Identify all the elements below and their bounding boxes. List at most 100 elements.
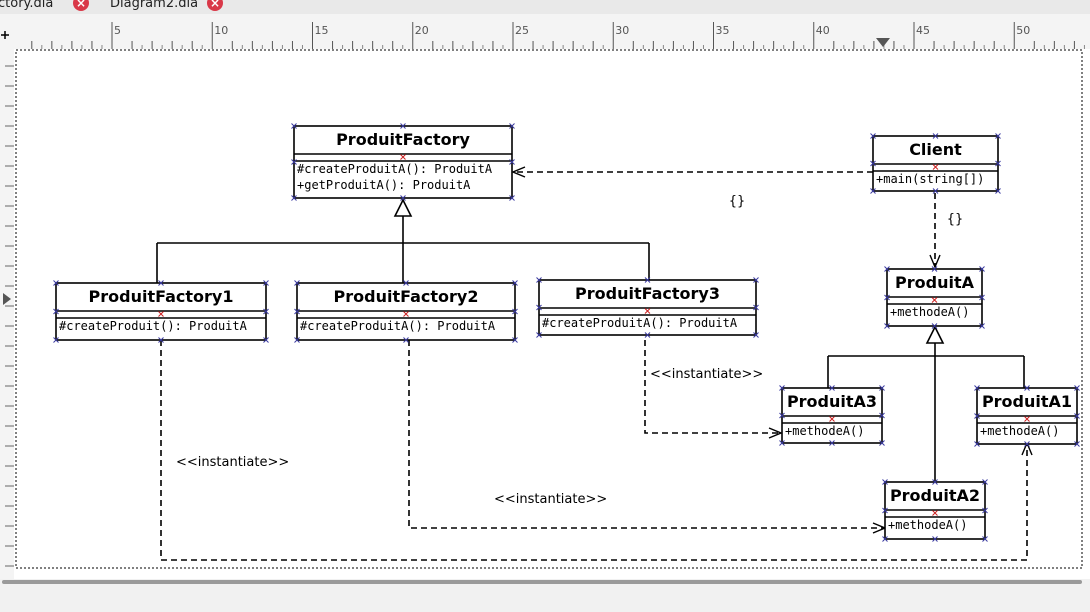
connection-handle[interactable]: [644, 332, 651, 338]
center-handle[interactable]: [403, 311, 409, 317]
connection-handle[interactable]: [931, 323, 938, 329]
close-tab-icon[interactable]: ×: [207, 0, 223, 11]
vertical-ruler[interactable]: [0, 49, 14, 579]
connection-handle[interactable]: [974, 385, 980, 391]
connection-handle[interactable]: [403, 280, 409, 286]
connection-handle[interactable]: [536, 332, 542, 338]
connection-handle[interactable]: [536, 304, 542, 311]
connection-handle[interactable]: [509, 123, 515, 129]
class-pa3[interactable]: ProduitA3+methodeA(): [779, 385, 885, 446]
connection-handle[interactable]: [995, 160, 1001, 167]
instantiate-pf1-pa1[interactable]: [160, 340, 1027, 561]
connection-handle[interactable]: [870, 188, 876, 194]
connection-handle[interactable]: [53, 337, 59, 343]
connection-handle[interactable]: [1074, 441, 1080, 447]
connection-handle[interactable]: [291, 123, 297, 129]
connection-handle[interactable]: [53, 280, 59, 286]
connection-handle[interactable]: [931, 266, 938, 272]
connection-handle[interactable]: [932, 536, 938, 542]
center-handle[interactable]: [1024, 416, 1030, 422]
class-pf3[interactable]: ProduitFactory3#createProduitA(): Produi…: [536, 277, 759, 338]
instantiate-pf3-pa3[interactable]: [644, 340, 781, 433]
class-pf1[interactable]: ProduitFactory1#createProduit(): Produit…: [53, 280, 269, 343]
scrollbar-thumb[interactable]: [2, 580, 1082, 584]
connection-handle[interactable]: [932, 133, 939, 139]
class-pf2[interactable]: ProduitFactory2#createProduitA(): Produi…: [294, 280, 518, 343]
connection-handle[interactable]: [882, 479, 888, 485]
connection-handle[interactable]: [974, 441, 980, 447]
center-handle[interactable]: [400, 154, 406, 160]
connection-handle[interactable]: [995, 133, 1001, 139]
class-pa1[interactable]: ProduitA1+methodeA(): [974, 385, 1080, 447]
connection-handle[interactable]: [995, 188, 1001, 194]
connection-handle[interactable]: [1074, 385, 1080, 391]
connection-handle[interactable]: [932, 188, 939, 194]
connection-handle[interactable]: [779, 440, 785, 446]
connection-handle[interactable]: [400, 123, 406, 129]
connection-handle[interactable]: [779, 385, 785, 391]
connection-handle[interactable]: [979, 294, 985, 301]
connection-handle[interactable]: [536, 277, 542, 283]
connection-handle[interactable]: [509, 159, 515, 165]
generalization-factory[interactable]: [156, 198, 650, 283]
class-pf[interactable]: ProduitFactory#createProduitA(): Produit…: [291, 123, 515, 201]
class-client[interactable]: Client+main(string[]): [870, 133, 1001, 194]
connection-handle[interactable]: [932, 479, 938, 485]
connection-handle[interactable]: [158, 337, 164, 343]
connection-handle[interactable]: [882, 507, 888, 514]
connection-handle[interactable]: [53, 308, 59, 315]
connection-handle[interactable]: [829, 440, 835, 446]
close-tab-icon[interactable]: ×: [73, 0, 89, 11]
center-handle[interactable]: [644, 308, 651, 314]
tab-ctory-dia[interactable]: ctory.dia: [0, 0, 54, 11]
connection-handle[interactable]: [879, 385, 885, 391]
connection-handle[interactable]: [512, 280, 518, 286]
tab-diagram2-dia[interactable]: Diagram2.dia: [110, 0, 199, 11]
connection-handle[interactable]: [1024, 441, 1030, 447]
instantiate-pf2-pa2[interactable]: [408, 340, 885, 528]
connection-handle[interactable]: [974, 413, 980, 419]
connection-handle[interactable]: [512, 308, 518, 315]
connection-handle[interactable]: [779, 412, 785, 419]
connection-handle[interactable]: [158, 280, 164, 286]
center-handle[interactable]: [932, 510, 938, 516]
center-handle[interactable]: [931, 297, 938, 303]
connection-handle[interactable]: [291, 159, 297, 165]
connection-handle[interactable]: [753, 332, 759, 338]
connection-handle[interactable]: [753, 304, 759, 311]
connection-handle[interactable]: [979, 323, 985, 329]
center-handle[interactable]: [158, 311, 164, 317]
connection-handle[interactable]: [884, 323, 890, 329]
connection-handle[interactable]: [982, 507, 988, 514]
connection-handle[interactable]: [1024, 385, 1030, 391]
class-pa2[interactable]: ProduitA2+methodeA(): [882, 479, 988, 542]
connection-handle[interactable]: [879, 440, 885, 446]
connection-handle[interactable]: [879, 412, 885, 419]
connection-handle[interactable]: [263, 337, 269, 343]
connection-handle[interactable]: [400, 195, 406, 201]
connection-handle[interactable]: [882, 536, 888, 542]
class-pa[interactable]: ProduitA+methodeA(): [884, 266, 985, 329]
connection-handle[interactable]: [644, 277, 651, 283]
connection-handle[interactable]: [263, 280, 269, 286]
connection-handle[interactable]: [512, 337, 518, 343]
connection-handle[interactable]: [884, 294, 890, 301]
horizontal-scrollbar[interactable]: [0, 579, 1090, 612]
connection-handle[interactable]: [870, 133, 876, 139]
connection-handle[interactable]: [263, 308, 269, 315]
connection-handle[interactable]: [870, 160, 876, 167]
connection-handle[interactable]: [979, 266, 985, 272]
connection-handle[interactable]: [829, 385, 835, 391]
connection-handle[interactable]: [294, 308, 300, 315]
diagram-canvas[interactable]: {} {} <<instantiate>> <<instantiate>> <<…: [14, 49, 1090, 579]
center-handle[interactable]: [829, 416, 835, 422]
connection-handle[interactable]: [403, 337, 409, 343]
center-handle[interactable]: [932, 164, 939, 170]
connection-handle[interactable]: [1074, 413, 1080, 419]
connection-handle[interactable]: [753, 277, 759, 283]
connection-handle[interactable]: [509, 195, 515, 201]
connection-handle[interactable]: [294, 337, 300, 343]
generalization-produita[interactable]: [827, 325, 1025, 482]
connection-handle[interactable]: [294, 280, 300, 286]
